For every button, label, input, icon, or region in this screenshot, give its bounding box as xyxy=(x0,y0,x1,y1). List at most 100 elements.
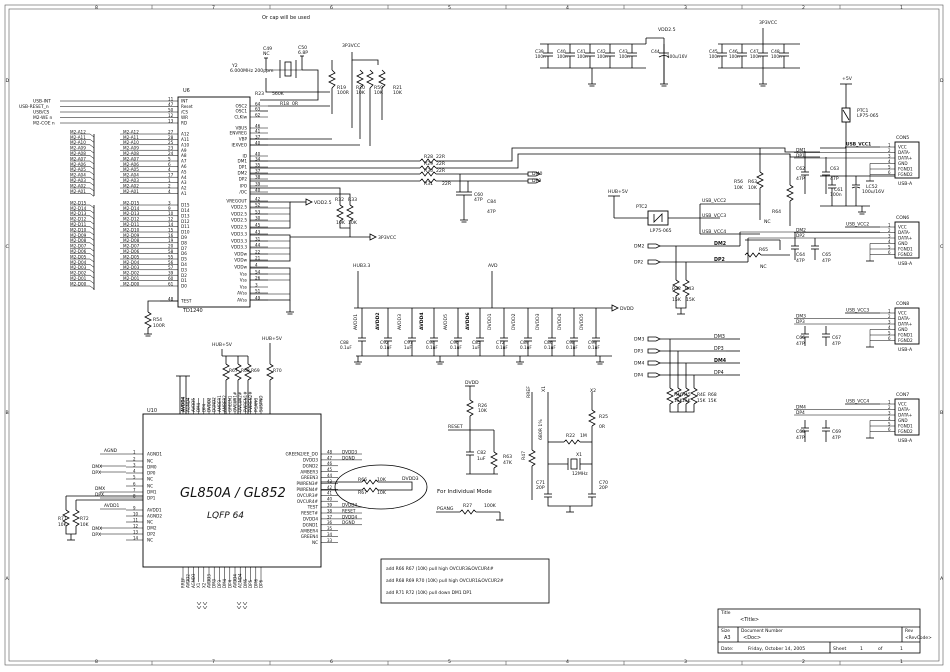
u6-bus-net-label: M2-D05 xyxy=(70,254,87,259)
u10-bottom-name: DM6 xyxy=(253,578,258,588)
decoupling-cap-bank-top: C39100nC40100nC41100nC42100nC43100nC4410… xyxy=(535,28,800,87)
r56-val: 10K xyxy=(734,185,744,191)
u6-bus-net-label: M2-D00 xyxy=(70,281,87,286)
r63-ref: R63 xyxy=(748,179,757,185)
grid-col-bottom-3: 3 xyxy=(684,659,687,665)
port-right-label: DM4 xyxy=(714,358,727,364)
u10-bottom-name: DM3 xyxy=(212,578,217,588)
r65-val: NC xyxy=(760,264,767,270)
cap-val: 1uF xyxy=(472,345,480,350)
r66-ref: R66 xyxy=(358,477,367,483)
u6-pin-name: A10 xyxy=(181,142,190,147)
rail-label-avdd4: AVDD4 xyxy=(419,312,425,330)
grid-col-bottom-2: 2 xyxy=(802,659,805,665)
u6-right-pin-name: VDD2.5 xyxy=(231,212,247,217)
date-value: Friday, October 14, 2005 xyxy=(748,646,805,652)
u6-net-label: M2-A05 xyxy=(123,167,139,172)
u6-pin-name: A9 xyxy=(181,148,187,153)
u6-pin-name: D7 xyxy=(181,246,187,251)
r32-ref: R32 xyxy=(335,197,344,203)
u6-right-pin-num: 21 xyxy=(255,255,261,260)
grid-row-right-A: A xyxy=(940,576,944,582)
u10-right-name: PWREN3# xyxy=(296,481,318,486)
u10-package: LQFP 64 xyxy=(207,511,244,521)
c65-ref: C65 xyxy=(822,252,831,258)
u10-bottom-name: AVDD2 xyxy=(186,574,191,588)
cap-ref: C89 xyxy=(520,340,529,346)
u10-left-name: DM2 xyxy=(147,526,157,531)
c66-ref: C66 xyxy=(796,335,805,341)
u6-chip xyxy=(177,96,251,308)
u6-bus-net-label: M2-D08 xyxy=(70,238,87,243)
connector-pin-num: 6 xyxy=(888,170,891,175)
u10-top-name: PGANG xyxy=(253,398,258,412)
u10-right-num: 42 xyxy=(327,485,333,490)
usb-series-wiring xyxy=(250,147,820,223)
u6-pin-name: D6 xyxy=(181,251,187,256)
u6-right-pin-num: 22 xyxy=(255,249,261,254)
u6-right-pin-name: VDD3.3 xyxy=(231,232,247,237)
rail-label-avdd1: AVDD1 xyxy=(353,314,359,330)
r4e-ref: R4E xyxy=(697,392,706,398)
u10-right-name: DVDD4 xyxy=(303,517,318,522)
r30-ref: R30 xyxy=(424,168,433,174)
note-3: add R71 R72 (10K) pull down DM1 DP1 xyxy=(386,590,472,596)
lc52-val: 100u/16V xyxy=(862,189,885,195)
cap-ref: C92 xyxy=(380,340,389,346)
cap-ref: C42 xyxy=(597,49,606,55)
u10-net-dpx-3: DPX xyxy=(92,532,101,538)
c63-val: 47P xyxy=(830,176,839,182)
u10-ref: U10 xyxy=(147,408,157,414)
connector-pin-num: 6 xyxy=(888,336,891,341)
title-block xyxy=(717,608,921,654)
grid-col-top-5: 5 xyxy=(448,5,451,11)
u6-bus-net-label: M2-A09 xyxy=(70,146,86,151)
net-hub5v-b: HUB+5V xyxy=(262,336,283,342)
r47-val: 680R 1% xyxy=(538,419,544,440)
u10-top-name: DVDD2 xyxy=(207,397,212,412)
u6-right-pin-num: 44 xyxy=(255,242,261,247)
u6-right-pin-name: VDD2.5 xyxy=(231,218,247,223)
r63-val: 10K xyxy=(748,185,758,191)
u6-net-label: M2-D02 xyxy=(123,271,140,276)
connector-ref: CON7 xyxy=(896,392,909,398)
u6-pin-num: 15 xyxy=(168,227,174,232)
u6-right-pin-num: 35 xyxy=(255,162,261,167)
connector-pin-name: DATA- xyxy=(898,150,911,155)
title-label: Title xyxy=(720,610,731,616)
lc52-ref: LC52 xyxy=(866,184,878,190)
u6-bus-net-label: M2-D02 xyxy=(70,271,87,276)
cap-ref: C43 xyxy=(619,49,628,55)
u10-net-dmx-1: DMX xyxy=(92,464,102,470)
rev-value: <RevCode> xyxy=(905,635,932,641)
ptc2-ref: PTC2 xyxy=(636,204,648,210)
r64-ref: R64 xyxy=(772,209,781,215)
connector-pin-name: FGND2 xyxy=(898,252,913,257)
u6-bus-net-label: M2-A12 xyxy=(70,129,86,134)
u6-net-label: M2-D00 xyxy=(123,281,140,286)
net-vdd25: VDD2.5 xyxy=(314,200,332,206)
u6-net-label: M2-A10 xyxy=(123,140,139,145)
r43-ref: R43 xyxy=(685,286,694,292)
u6-right-pin-num: 30 xyxy=(255,215,261,220)
u10-left-num: 6 xyxy=(133,481,136,486)
u10-net-avdd1: AVDD1 xyxy=(104,503,119,509)
cap-val: 0.1uF xyxy=(544,345,556,350)
u6-right-pin-num: 4 xyxy=(255,262,258,267)
connector-pin-name: VCC xyxy=(898,225,907,230)
u6-net-label: M2-WE n xyxy=(33,115,52,121)
grid-col-top-4: 4 xyxy=(566,5,569,11)
cap-ref: C94 xyxy=(426,340,435,346)
u10-left-name: NC xyxy=(147,459,153,464)
